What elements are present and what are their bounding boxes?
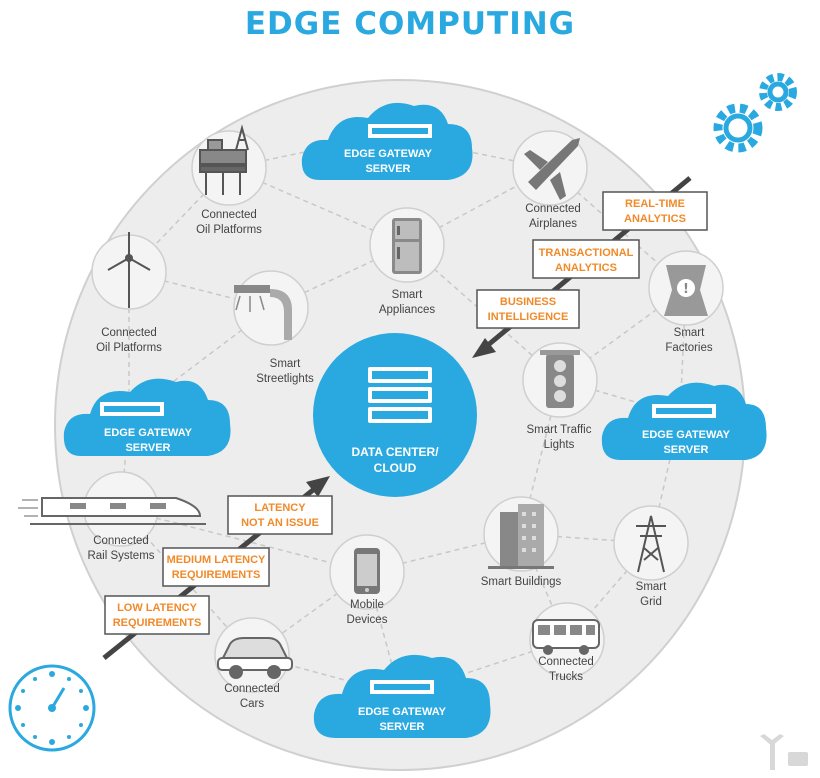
wind-turbine-icon [107,232,151,308]
analytics-box-business-intelligence: BUSINESS INTELLIGENCE [476,289,580,329]
watermark-logo [760,734,808,770]
train-icon [18,497,206,525]
device-label: Airplanes [529,218,577,230]
gateway-label-line1: EDGE GATEWAY [104,427,193,439]
latency-box-not-an-issue: LATENCY NOT AN ISSUE [227,495,333,535]
latency-box-low: LOW LATENCY REQUIREMENTS [104,595,210,635]
refrigerator-icon [392,218,422,274]
analytics-box-realtime: REAL-TIME ANALYTICS [602,191,708,231]
device-label: Factories [665,342,713,354]
device-label: Oil Platforms [196,224,262,236]
clock-icon [8,664,96,752]
device-label: Connected [224,683,280,695]
gear-icon [713,73,797,153]
device-label: Cars [240,698,265,710]
device-label: Grid [640,596,662,608]
gateway-cloud-left: EDGE GATEWAY SERVER [63,378,231,456]
latency-label: REQUIREMENTS [172,569,261,581]
oil-platform-icon [199,124,249,195]
gateway-label-line2: SERVER [663,444,708,456]
latency-label: LATENCY [254,502,306,514]
device-label: Connected [101,327,157,339]
factory-icon: ! [664,265,708,316]
device-label: Devices [347,614,388,626]
analytics-label: ANALYTICS [624,213,686,225]
mobile-phone-icon [354,548,380,594]
analytics-label: ANALYTICS [555,262,617,274]
streetlight-icon [234,285,292,340]
traffic-light-icon [540,350,580,408]
device-label: Streetlights [256,373,314,385]
device-label: Smart [270,358,301,370]
device-label: Smart Buildings [481,576,562,588]
page-title: EDGE COMPUTING [244,6,576,42]
analytics-label: INTELLIGENCE [488,311,569,323]
latency-label: LOW LATENCY [117,602,198,614]
latency-label: REQUIREMENTS [113,617,202,629]
analytics-label: BUSINESS [500,296,556,308]
data-center-label-line1: DATA CENTER/ [351,445,439,459]
gateway-cloud-right: EDGE GATEWAY SERVER [601,382,767,460]
device-label: Connected [201,209,257,221]
power-tower-icon [636,515,666,573]
gateway-cloud-top: EDGE GATEWAY SERVER [301,102,473,180]
device-labels: Connected Oil Platforms Smart Appliances… [87,203,712,710]
device-label: Smart [674,327,705,339]
device-label: Oil Platforms [96,342,162,354]
device-label: Smart [392,289,423,301]
device-label: Connected [93,535,149,547]
gateway-label-line1: EDGE GATEWAY [642,429,731,441]
airplane-icon [524,138,580,200]
device-label: Smart Traffic [527,424,592,436]
device-label: Appliances [379,304,436,316]
latency-box-medium: MEDIUM LATENCY REQUIREMENTS [162,547,270,587]
server-rack-icon [368,367,432,423]
svg-text:!: ! [683,282,689,297]
data-center-node: DATA CENTER/ CLOUD [313,333,477,497]
gateway-label-line2: SERVER [365,163,410,175]
device-label: Lights [544,439,575,451]
device-label: Connected [538,656,594,668]
gateway-label-line2: SERVER [379,721,424,733]
device-label: Trucks [549,671,583,683]
device-label: Connected [525,203,581,215]
gateway-label-line1: EDGE GATEWAY [358,706,447,718]
analytics-box-transactional: TRANSACTIONAL ANALYTICS [532,239,640,279]
data-center-label-line2: CLOUD [374,461,417,475]
device-label: Rail Systems [87,550,154,562]
car-icon [217,637,293,679]
latency-label: NOT AN ISSUE [241,517,319,529]
gateway-label-line1: EDGE GATEWAY [344,148,433,160]
device-label: Mobile [350,599,384,611]
device-label: Smart [636,581,667,593]
analytics-label: TRANSACTIONAL [539,247,634,259]
latency-label: MEDIUM LATENCY [167,554,266,566]
building-icon [488,504,554,569]
gateway-label-line2: SERVER [125,442,170,454]
bus-icon [532,619,600,655]
gateway-cloud-bottom: EDGE GATEWAY SERVER [313,654,491,738]
analytics-label: REAL-TIME [625,198,685,210]
